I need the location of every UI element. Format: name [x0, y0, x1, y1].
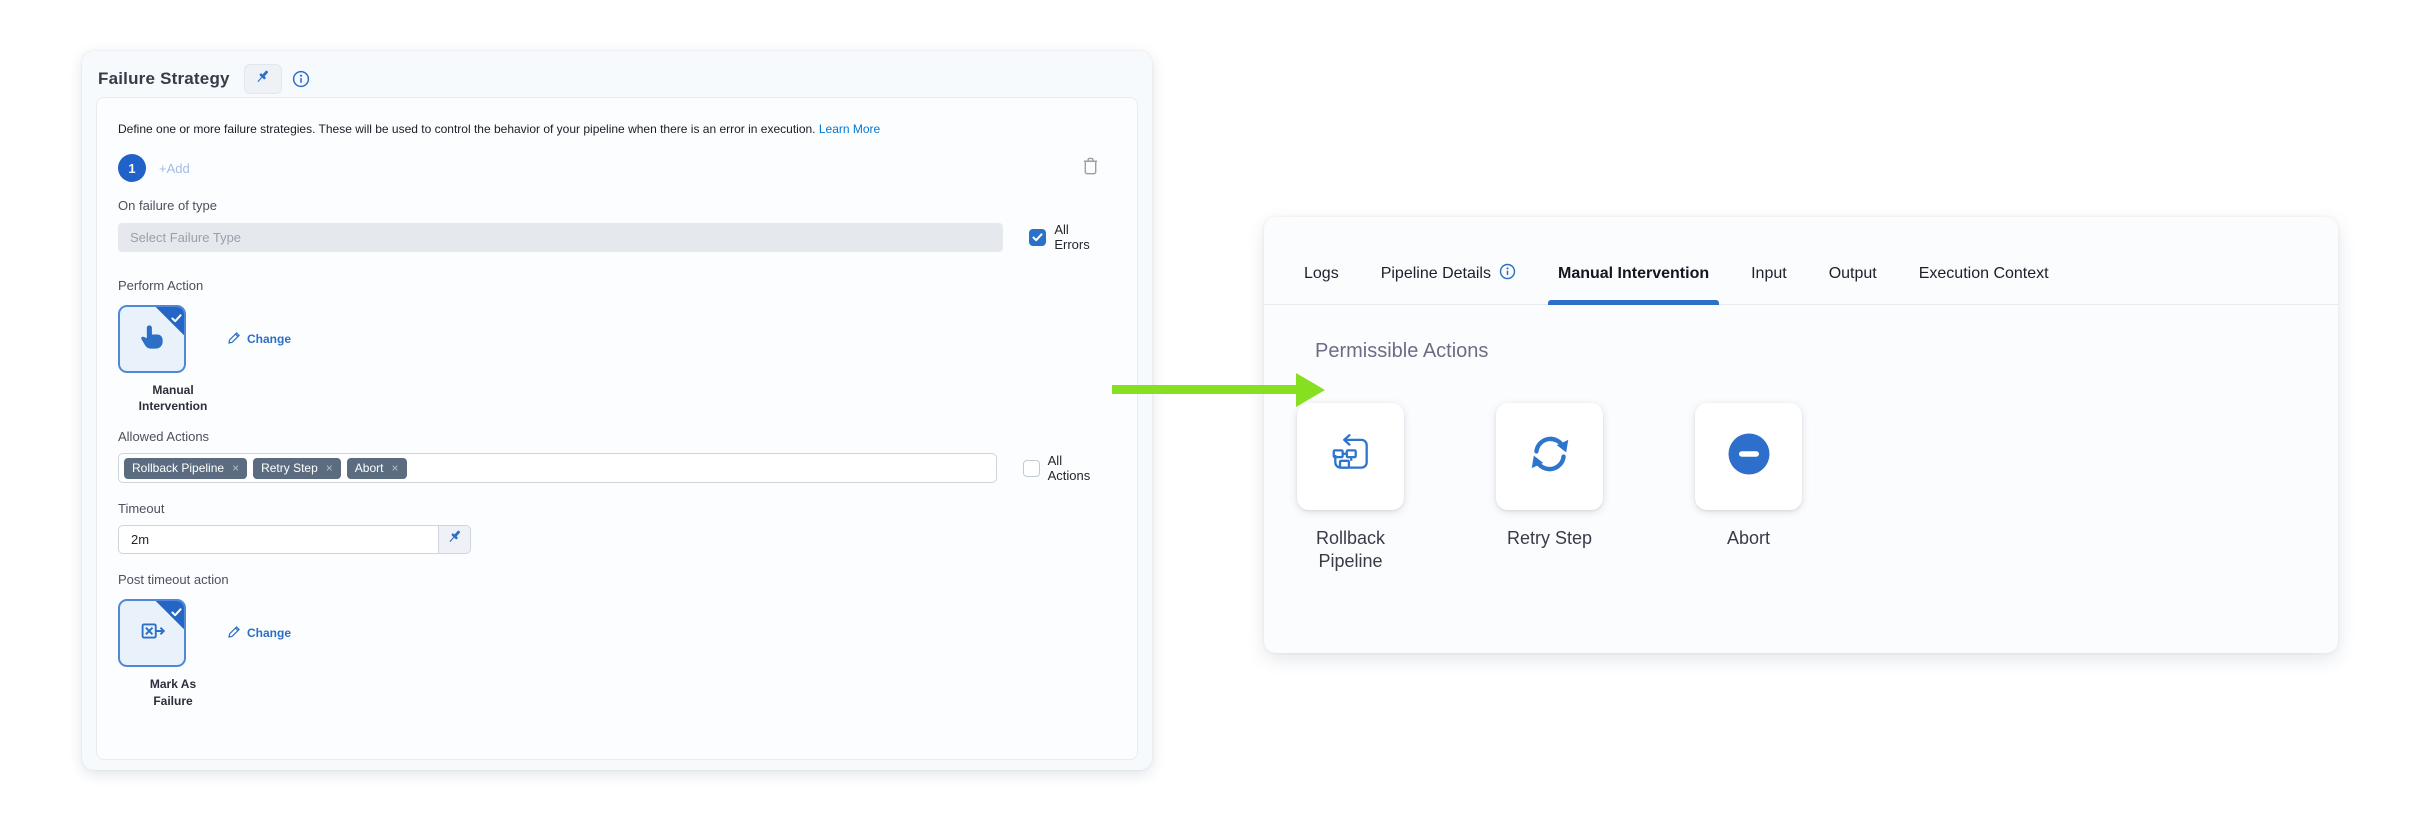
- permissible-actions-title: Permissible Actions: [1315, 340, 1489, 362]
- action-label: Rollback Pipeline: [1315, 528, 1386, 572]
- tag-label: Retry Step: [261, 461, 318, 476]
- manual-intervention-body: Permissible Actions: [1264, 305, 2338, 574]
- failure-strategy-card: Define one or more failure strategies. T…: [96, 97, 1138, 760]
- description-text: Define one or more failure strategies. T…: [118, 122, 816, 136]
- manual-intervention-card[interactable]: [118, 305, 186, 373]
- abort-button[interactable]: [1695, 403, 1802, 510]
- tab-label: Execution Context: [1918, 264, 2049, 282]
- pencil-icon: [228, 331, 241, 347]
- abort-icon: [1727, 432, 1771, 481]
- tab-label: Input: [1751, 264, 1787, 282]
- annotation-arrow-head: [1296, 373, 1325, 407]
- timeout-label: Timeout: [118, 501, 165, 517]
- post-timeout-label: Post timeout action: [118, 572, 229, 588]
- allowed-actions-label: Allowed Actions: [118, 429, 210, 445]
- selected-check-icon: [171, 604, 182, 622]
- trash-icon: [1082, 156, 1099, 180]
- change-label: Change: [247, 332, 292, 346]
- perform-action-row: Change: [118, 305, 1107, 373]
- learn-more-link[interactable]: Learn More: [818, 122, 881, 136]
- tag-abort: Abort ×: [346, 457, 407, 479]
- perform-action-value: Manual Intervention: [138, 383, 208, 414]
- tab-pipeline-details[interactable]: Pipeline Details: [1371, 243, 1526, 304]
- post-timeout-value: Mark As Failure: [149, 677, 197, 708]
- tab-manual-intervention[interactable]: Manual Intervention: [1547, 243, 1720, 305]
- all-actions-label: All Actions: [1047, 453, 1091, 484]
- selected-check-icon: [171, 310, 182, 328]
- all-errors-label: All Errors: [1054, 222, 1090, 252]
- tab-output[interactable]: Output: [1819, 243, 1887, 304]
- action-label: Abort: [1726, 528, 1771, 548]
- on-failure-type-label: On failure of type: [118, 198, 217, 213]
- timeout-input-group: [118, 525, 471, 555]
- failure-strategy-panel: Failure Strategy Define one or more fail…: [82, 51, 1152, 770]
- tab-logs[interactable]: Logs: [1294, 243, 1349, 304]
- manual-intervention-hand-icon: [136, 321, 168, 358]
- perform-action-label: Perform Action: [118, 278, 204, 293]
- annotation-arrow: [1112, 385, 1298, 394]
- tab-label: Logs: [1304, 264, 1339, 282]
- details-tabbar: Logs Pipeline Details Manual Interventio…: [1264, 217, 2338, 305]
- allowed-actions-input[interactable]: Rollback Pipeline × Retry Step × Abort ×: [118, 453, 997, 484]
- step-details-panel: Logs Pipeline Details Manual Interventio…: [1264, 217, 2338, 653]
- failure-type-select[interactable]: [118, 222, 1004, 252]
- action-retry-step: Retry Step: [1496, 403, 1603, 574]
- mark-as-failure-card[interactable]: [118, 599, 186, 668]
- permissible-actions-row: Rollback Pipeline Retry Step: [1297, 403, 2338, 574]
- tab-execution-context[interactable]: Execution Context: [1909, 243, 2059, 304]
- all-actions-checkbox[interactable]: [1022, 459, 1040, 477]
- add-strategy-button[interactable]: +Add: [159, 160, 190, 176]
- strategy-description: Define one or more failure strategies. T…: [118, 122, 1107, 136]
- timeout-input[interactable]: [118, 525, 438, 555]
- post-timeout-row: Change: [118, 599, 1107, 668]
- panel-title: Failure Strategy: [98, 69, 230, 88]
- action-abort: Abort: [1695, 403, 1802, 574]
- tag-retry-step: Retry Step ×: [253, 457, 341, 479]
- timeout-pin-button[interactable]: [438, 525, 471, 555]
- strategy-selector-row: 1 +Add: [118, 154, 1107, 182]
- retry-step-icon: [1526, 430, 1574, 483]
- pin-icon: [255, 69, 271, 90]
- remove-tag-icon[interactable]: ×: [391, 461, 399, 476]
- rollback-pipeline-button[interactable]: [1297, 403, 1404, 510]
- remove-tag-icon[interactable]: ×: [325, 461, 333, 476]
- tab-label: Pipeline Details: [1380, 264, 1491, 282]
- all-errors-checkbox-group[interactable]: All Errors: [1029, 222, 1107, 252]
- info-icon[interactable]: [292, 70, 310, 88]
- failure-strategy-header: Failure Strategy: [82, 51, 1152, 94]
- rollback-pipeline-icon: [1328, 431, 1374, 482]
- all-actions-checkbox-group[interactable]: All Actions: [1022, 453, 1107, 484]
- action-rollback-pipeline: Rollback Pipeline: [1297, 403, 1404, 574]
- allowed-actions-row: Rollback Pipeline × Retry Step × Abort ×…: [118, 453, 1107, 484]
- tab-input[interactable]: Input: [1741, 243, 1797, 304]
- tag-label: Rollback Pipeline: [132, 461, 225, 476]
- tab-label: Output: [1828, 264, 1877, 282]
- change-post-timeout-button[interactable]: Change: [228, 625, 291, 641]
- tag-label: Abort: [354, 461, 384, 476]
- failure-type-row: All Errors: [118, 222, 1107, 252]
- retry-step-button[interactable]: [1496, 403, 1603, 510]
- mark-as-failure-icon: [136, 615, 168, 652]
- pencil-icon: [228, 625, 241, 641]
- strategy-number-badge[interactable]: 1: [118, 154, 146, 182]
- change-label: Change: [247, 626, 292, 641]
- tab-label: Manual Intervention: [1557, 264, 1710, 282]
- all-errors-checkbox[interactable]: [1029, 228, 1047, 246]
- change-action-button[interactable]: Change: [228, 331, 291, 347]
- remove-tag-icon[interactable]: ×: [232, 461, 240, 476]
- delete-strategy-button[interactable]: [1082, 156, 1099, 180]
- pin-toggle-button[interactable]: [243, 64, 282, 94]
- action-label: Retry Step: [1506, 528, 1593, 548]
- info-icon: [1499, 263, 1516, 285]
- pin-icon: [447, 529, 463, 550]
- tag-rollback-pipeline: Rollback Pipeline ×: [124, 457, 248, 479]
